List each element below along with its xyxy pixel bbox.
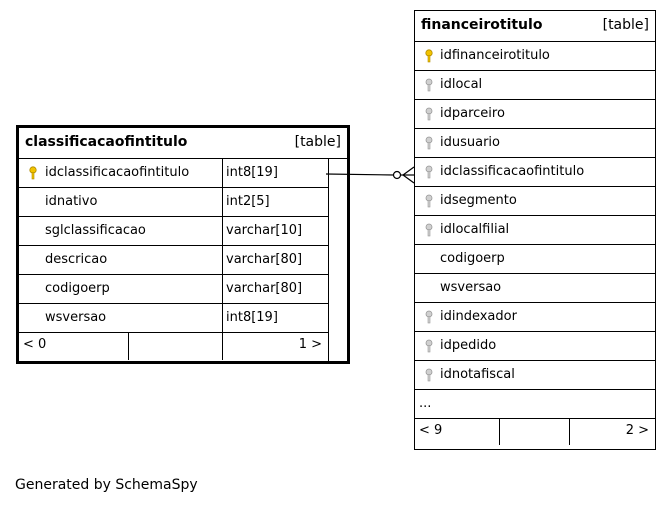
column-row: idpedido xyxy=(415,332,655,361)
foreign-key-icon xyxy=(424,223,434,237)
column-row: idusuario xyxy=(415,129,655,158)
table-header: classificacaofintitulo [table] xyxy=(19,128,347,159)
column-name: idsegmento xyxy=(440,193,517,208)
foreign-key-icon xyxy=(424,194,434,208)
column-row: idnotafiscal xyxy=(415,361,655,390)
table-footer: < 9 2 > xyxy=(415,419,655,445)
column-name: wsversao xyxy=(440,280,502,295)
column-row: wsversao int8[19] xyxy=(19,304,328,333)
foreign-key-icon xyxy=(424,136,434,150)
column-name: idindexador xyxy=(440,309,517,324)
foreign-key-icon xyxy=(424,107,434,121)
generated-by-label: Generated by SchemaSpy xyxy=(15,477,198,493)
foreign-key-icon xyxy=(424,339,434,353)
column-row: idindexador xyxy=(415,303,655,332)
column-name: idfinanceirotitulo xyxy=(440,48,550,63)
foreign-key-icon xyxy=(424,165,434,179)
column-row: codigoerp xyxy=(415,245,655,274)
table-footer: < 0 1 > xyxy=(19,333,328,360)
footer-children-count: < 0 xyxy=(23,337,47,352)
column-row: idlocalfilial xyxy=(415,216,655,245)
table-financeirotitulo[interactable]: financeirotitulo [table] idfinanceirotit… xyxy=(414,10,656,450)
foreign-key-icon xyxy=(424,78,434,92)
column-row: codigoerp varchar[80] xyxy=(19,275,328,304)
footer-parents-count: 2 > xyxy=(625,423,649,438)
column-row: idparceiro xyxy=(415,100,655,129)
column-name: codigoerp xyxy=(440,251,505,266)
column-row: idlocal xyxy=(415,71,655,100)
column-name: idnotafiscal xyxy=(440,367,515,382)
column-name: idnativo xyxy=(45,194,98,209)
footer-parents-count: 1 > xyxy=(298,337,322,352)
table-classificacaofintitulo[interactable]: classificacaofintitulo [table] idclassif… xyxy=(16,125,350,364)
column-name: ... xyxy=(419,396,432,411)
column-type: varchar[80] xyxy=(226,252,303,267)
column-list: idclassificacaofintitulo int8[19] idnati… xyxy=(19,159,328,360)
column-name: idlocalfilial xyxy=(440,222,510,237)
column-type: int8[19] xyxy=(226,165,278,180)
column-type: varchar[10] xyxy=(226,223,303,238)
table-kind: [table] xyxy=(294,134,341,150)
column-name: descricao xyxy=(45,252,108,267)
column-row: ... xyxy=(415,390,655,419)
column-row: idfinanceirotitulo xyxy=(415,42,655,71)
primary-key-icon xyxy=(424,49,434,63)
column-row: idclassificacaofintitulo xyxy=(415,158,655,187)
column-name: wsversao xyxy=(45,310,107,325)
column-type: varchar[80] xyxy=(226,281,303,296)
column-name: sglclassificacao xyxy=(45,223,146,238)
footer-children-count: < 9 xyxy=(419,423,443,438)
primary-key-icon xyxy=(28,166,38,180)
column-name: idparceiro xyxy=(440,106,505,121)
column-name: idusuario xyxy=(440,135,500,150)
column-row: idsegmento xyxy=(415,187,655,216)
column-type: int2[5] xyxy=(226,194,270,209)
column-row: wsversao xyxy=(415,274,655,303)
column-name: idlocal xyxy=(440,77,483,92)
column-row: sglclassificacao varchar[10] xyxy=(19,217,328,246)
column-name: idclassificacaofintitulo xyxy=(45,165,190,180)
column-row: descricao varchar[80] xyxy=(19,246,328,275)
table-name: classificacaofintitulo xyxy=(25,134,188,150)
column-name: codigoerp xyxy=(45,281,110,296)
foreign-key-icon xyxy=(424,310,434,324)
column-name: idclassificacaofintitulo xyxy=(440,164,585,179)
table-name: financeirotitulo xyxy=(421,17,543,33)
column-type: int8[19] xyxy=(226,310,278,325)
foreign-key-icon xyxy=(424,368,434,382)
table-kind: [table] xyxy=(602,17,649,33)
table-header: financeirotitulo [table] xyxy=(415,11,655,42)
column-name: idpedido xyxy=(440,338,497,353)
column-row: idnativo int2[5] xyxy=(19,188,328,217)
column-row: idclassificacaofintitulo int8[19] xyxy=(19,159,328,188)
